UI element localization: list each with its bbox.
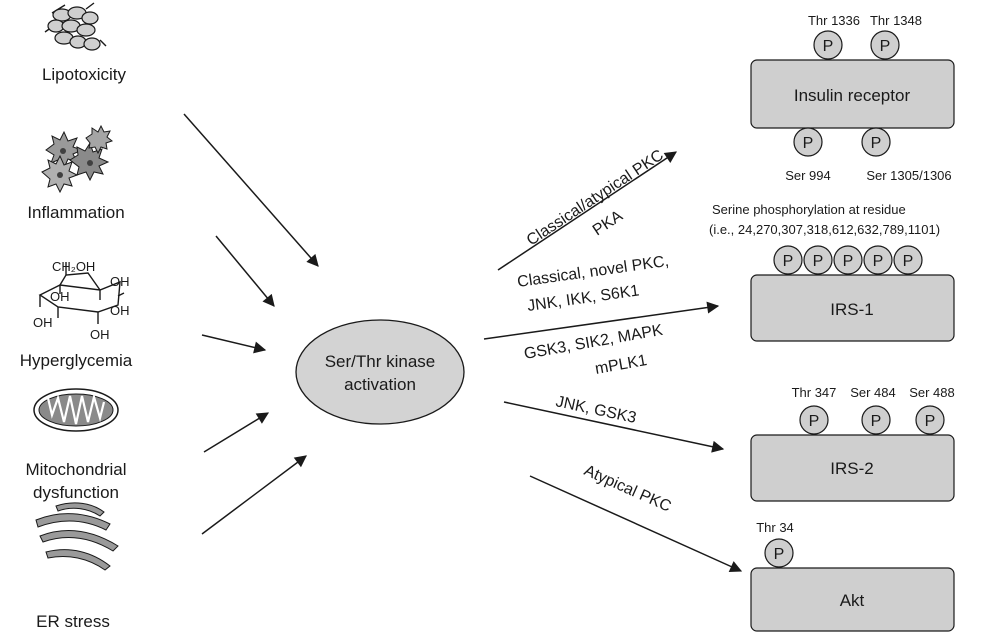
irs1-phospho-5: P xyxy=(893,245,923,275)
kinase-activation-node xyxy=(295,319,465,425)
arrow-er-stress xyxy=(201,455,307,535)
er-membranes-icon xyxy=(35,502,119,571)
kinase-label-ir-lower: PKA xyxy=(590,207,626,239)
irs2-label: IRS-2 xyxy=(830,459,873,478)
arrow-inflammation xyxy=(215,235,275,307)
glucose-labels: CH₂OH OH OH OH OH OH xyxy=(33,259,130,342)
glucose-structure-icon xyxy=(38,262,125,324)
svg-text:P: P xyxy=(903,253,914,270)
arrow-hyperglycemia xyxy=(201,334,267,354)
svg-text:P: P xyxy=(783,253,794,270)
svg-text:OH: OH xyxy=(50,289,70,304)
ir-phospho-top-2: P xyxy=(870,30,900,60)
svg-text:P: P xyxy=(843,253,854,270)
ir-site-ser994: Ser 994 xyxy=(785,168,831,183)
arrow-lipotoxicity xyxy=(183,113,319,267)
irs2-site-thr347: Thr 347 xyxy=(792,385,837,400)
svg-text:P: P xyxy=(880,38,891,55)
kinase-label-akt: Atypical PKC xyxy=(581,462,673,516)
svg-text:OH: OH xyxy=(110,274,130,289)
irs1-box xyxy=(750,274,955,342)
irs2-phospho-2: P xyxy=(861,405,891,435)
source-label-dysfunction: dysfunction xyxy=(33,483,119,502)
kinase-activation-line1: Ser/Thr kinase xyxy=(325,352,436,371)
arrow-mitochondrial xyxy=(203,412,270,453)
akt-phospho-1: P xyxy=(764,538,794,568)
ir-site-thr1348: Thr 1348 xyxy=(870,13,922,28)
svg-text:P: P xyxy=(803,135,814,152)
kinase-activation-line2: activation xyxy=(344,375,416,394)
insulin-receptor-label: Insulin receptor xyxy=(794,86,911,105)
irs1-phospho-1: P xyxy=(773,245,803,275)
svg-text:P: P xyxy=(809,413,820,430)
irs2-site-ser484: Ser 484 xyxy=(850,385,896,400)
kinase-label-irs1-lower-2: mPLK1 xyxy=(594,352,649,378)
svg-text:CH₂OH: CH₂OH xyxy=(52,259,95,274)
akt-label: Akt xyxy=(840,591,865,610)
svg-text:P: P xyxy=(925,413,936,430)
source-label-inflammation: Inflammation xyxy=(27,203,124,222)
irs1-phospho-2: P xyxy=(803,245,833,275)
svg-text:OH: OH xyxy=(90,327,110,342)
svg-text:OH: OH xyxy=(33,315,53,330)
svg-text:P: P xyxy=(871,135,882,152)
irs2-site-ser488: Ser 488 xyxy=(909,385,955,400)
source-label-er-stress: ER stress xyxy=(36,612,110,631)
mitochondrion-icon xyxy=(33,388,119,432)
ir-phospho-top-1: P xyxy=(813,30,843,60)
svg-text:P: P xyxy=(813,253,824,270)
irs2-phospho-1: P xyxy=(799,405,829,435)
arrow-to-akt xyxy=(529,475,743,573)
svg-text:P: P xyxy=(823,38,834,55)
ir-site-ser1305: Ser 1305/1306 xyxy=(866,168,951,183)
svg-text:P: P xyxy=(871,413,882,430)
irs1-note-line1: Serine phosphorylation at residue xyxy=(712,202,906,217)
irs1-label: IRS-1 xyxy=(830,300,873,319)
irs1-phospho-3: P xyxy=(833,245,863,275)
ir-phospho-bottom-2: P xyxy=(861,127,891,157)
svg-text:OH: OH xyxy=(110,303,130,318)
ir-phospho-bottom-1: P xyxy=(793,127,823,157)
irs1-phospho-4: P xyxy=(863,245,893,275)
insulin-receptor-box xyxy=(750,59,955,129)
ir-site-thr1336: Thr 1336 xyxy=(808,13,860,28)
arrow-to-insulin-receptor xyxy=(497,151,678,271)
svg-text:P: P xyxy=(873,253,884,270)
irs2-box xyxy=(750,434,955,502)
activated-cells-icon xyxy=(41,124,114,194)
source-label-hyperglycemia: Hyperglycemia xyxy=(20,351,133,370)
irs2-phospho-3: P xyxy=(915,405,945,435)
akt-site-thr34: Thr 34 xyxy=(756,520,794,535)
kinase-label-irs1-upper-1: Classical, novel PKC, xyxy=(516,253,670,291)
source-label-lipotoxicity: Lipotoxicity xyxy=(42,65,127,84)
svg-text:P: P xyxy=(774,546,785,563)
akt-box xyxy=(750,567,955,632)
arrow-to-irs1 xyxy=(483,301,720,340)
lipid-droplets-icon xyxy=(44,2,107,51)
irs1-note-line2: (i.e., 24,270,307,318,612,632,789,1101) xyxy=(709,222,940,237)
source-label-mitochondrial: Mitochondrial xyxy=(25,460,126,479)
arrow-to-irs2 xyxy=(503,401,725,453)
